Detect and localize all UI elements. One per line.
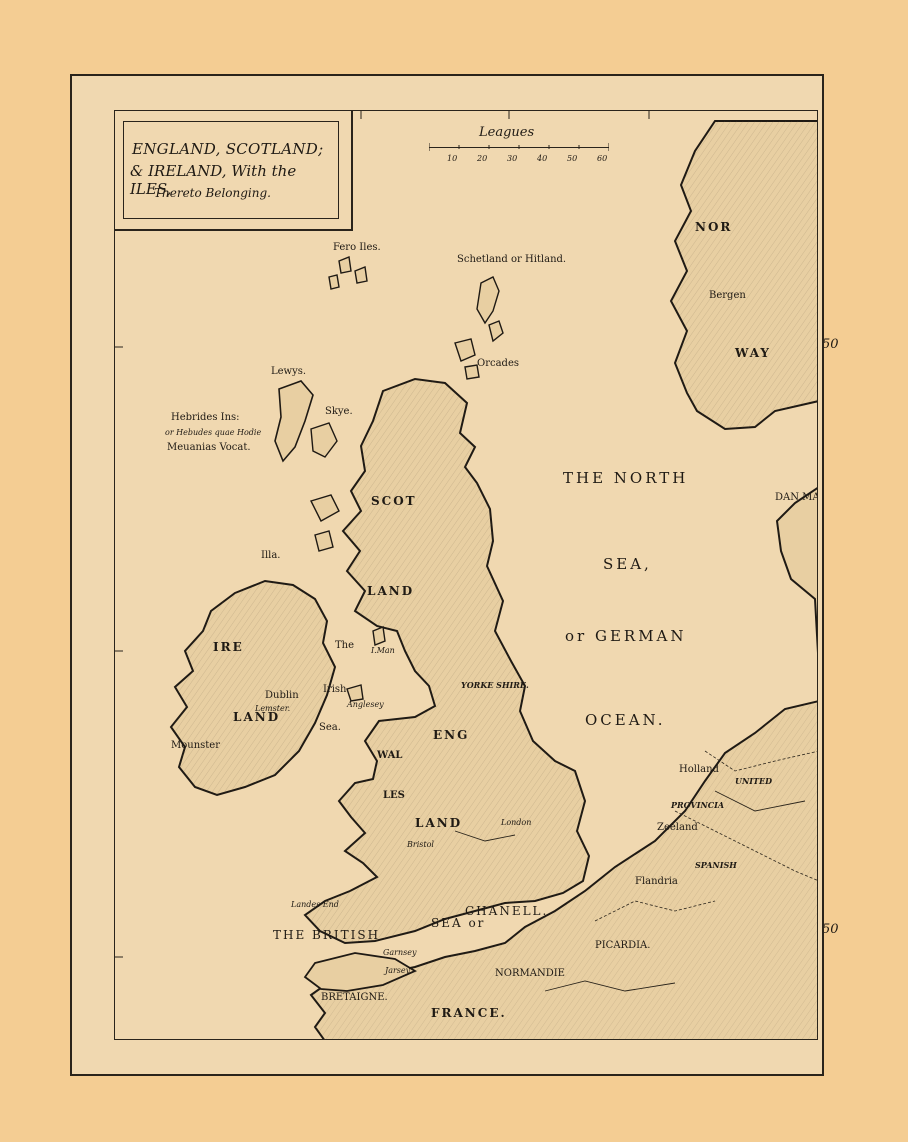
scale-tick-40: 40 bbox=[537, 154, 548, 163]
north-sea-label-3: or GERMAN bbox=[565, 627, 687, 645]
irish-sea-label-2: Irish bbox=[323, 684, 347, 695]
picardia-label: PICARDIA. bbox=[595, 940, 651, 951]
scale-tick-50: 50 bbox=[567, 154, 578, 163]
bretaigne-label: BRETAIGNE. bbox=[321, 992, 388, 1003]
hebrides-label-3: Meuanias Vocat. bbox=[167, 442, 251, 453]
england-label-2: LAND bbox=[415, 816, 463, 830]
rivers bbox=[454, 790, 806, 992]
skye-island bbox=[310, 422, 338, 458]
british-sea-label-1: THE BRITISH bbox=[273, 928, 381, 942]
wales-label-1: WAL bbox=[377, 750, 403, 761]
flandria-label: Flandria bbox=[635, 876, 678, 887]
anglesey-island bbox=[346, 684, 364, 702]
ireland-label-1: IRE bbox=[213, 640, 244, 654]
normandie-label: NORMANDIE bbox=[495, 968, 565, 979]
france-label: FRANCE. bbox=[431, 1006, 507, 1020]
england-label-1: ENG bbox=[433, 728, 470, 742]
lewys-label: Lewys. bbox=[271, 366, 307, 377]
northern-isles bbox=[328, 256, 504, 380]
irish-sea-label-1: The bbox=[335, 640, 355, 651]
hebrides-label-1: Hebrides Ins: bbox=[171, 412, 240, 423]
anglesey-label: Anglesey bbox=[347, 700, 384, 709]
denmark-label: DAN MARK bbox=[775, 492, 818, 503]
scale-tick-20: 20 bbox=[477, 154, 488, 163]
scale-bar: Leagues 10 20 30 40 50 60 bbox=[425, 125, 615, 165]
map-drawing bbox=[115, 111, 817, 1039]
orcades-label: Orcades bbox=[477, 358, 519, 369]
wales-label-2: LES bbox=[383, 790, 405, 801]
irish-sea-label-3: Sea. bbox=[319, 722, 341, 733]
map-title-line1: ENGLAND, SCOTLAND; bbox=[132, 140, 324, 158]
fero-label: Fero Iles. bbox=[333, 242, 381, 253]
mula-island bbox=[310, 494, 340, 522]
dublin-label: Dublin bbox=[265, 690, 299, 701]
london-label: London bbox=[501, 818, 532, 827]
lewys-island bbox=[274, 380, 314, 463]
north-sea-label-4: OCEAN. bbox=[585, 711, 666, 729]
illa-island bbox=[314, 530, 334, 552]
norway-label-2: WAY bbox=[735, 346, 771, 360]
title-cartouche-inner: ENGLAND, SCOTLAND; & IRELAND, With the I… bbox=[123, 121, 339, 219]
map-title-line2: & IRELAND, With the ILES, bbox=[130, 162, 297, 198]
landes-end-label: Landes End bbox=[291, 900, 339, 909]
schetland-label: Schetland or Hitland. bbox=[457, 254, 567, 265]
jarsey-label: Jarsey bbox=[385, 966, 411, 975]
scale-tick-60: 60 bbox=[597, 154, 608, 163]
hebrides-label-2: or Hebudes quae Hodie bbox=[165, 428, 262, 437]
norway-label-1: NOR bbox=[695, 220, 733, 234]
scotland-label-2: LAND bbox=[367, 584, 415, 598]
mounster-label: Mounster bbox=[171, 740, 220, 751]
north-sea-label-2: SEA, bbox=[603, 555, 652, 573]
bergen-label: Bergen bbox=[709, 290, 746, 301]
united-label: UNITED bbox=[735, 776, 773, 786]
brittany-peninsula bbox=[303, 952, 417, 992]
scale-ticks bbox=[429, 143, 609, 151]
title-cartouche: ENGLAND, SCOTLAND; & IRELAND, With the I… bbox=[115, 111, 353, 231]
map-body: ENGLAND, SCOTLAND; & IRELAND, With the I… bbox=[114, 110, 818, 1040]
lat-right-50b: 50 bbox=[822, 922, 839, 937]
zeeland-label: Zeeland bbox=[657, 822, 698, 833]
isle-of-man bbox=[372, 626, 386, 646]
holland-label: Holland bbox=[679, 764, 719, 775]
spanish-label: SPANISH bbox=[695, 860, 737, 870]
provincia-label: PROVINCIA bbox=[671, 800, 725, 810]
chanell-label: CHANELL. bbox=[465, 904, 549, 918]
bristol-label: Bristol bbox=[407, 840, 434, 849]
map-frame: ENGLAND, SCOTLAND; & IRELAND, With the I… bbox=[70, 74, 824, 1076]
denmark-coast bbox=[775, 487, 817, 654]
scale-tick-30: 30 bbox=[507, 154, 518, 163]
british-sea-label-2: SEA or bbox=[431, 916, 486, 930]
man-label: I.Man bbox=[371, 646, 395, 655]
scotland-label-1: SCOT bbox=[371, 494, 417, 508]
illa-label: Illa. bbox=[261, 550, 281, 561]
map-title-line3: Thereto Belonging. bbox=[154, 186, 271, 200]
skye-label: Skye. bbox=[325, 406, 353, 417]
scale-title: Leagues bbox=[479, 125, 535, 140]
garnsey-label: Garnsey bbox=[383, 948, 417, 957]
scale-tick-10: 10 bbox=[447, 154, 458, 163]
lemster-label: Lemster. bbox=[255, 704, 291, 713]
yorke-shire-label: YORKE SHIRE. bbox=[461, 680, 529, 690]
ireland-label-2: LAND bbox=[233, 710, 281, 724]
borders bbox=[594, 750, 817, 922]
north-sea-label-1: THE NORTH bbox=[563, 469, 689, 487]
lat-right-50a: 50 bbox=[822, 337, 839, 352]
